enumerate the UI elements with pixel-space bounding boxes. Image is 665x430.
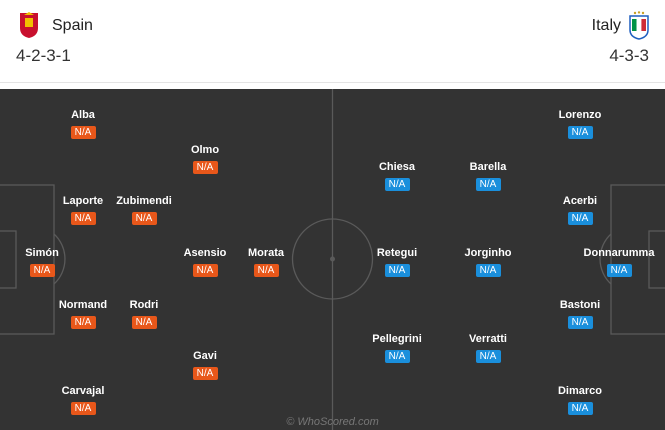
player-rating: N/A — [70, 316, 96, 329]
player-name: Rodri — [129, 299, 159, 311]
player-name: Pellegrini — [372, 333, 422, 345]
player-name: Chiesa — [378, 161, 416, 173]
player-name: Bastoni — [559, 299, 601, 311]
player-rating: N/A — [192, 367, 218, 380]
player-carvajal[interactable]: Carvajal N/A — [43, 385, 123, 416]
player-name: Jorginho — [464, 247, 512, 259]
player-name: Lorenzo — [558, 109, 602, 121]
player-laporte[interactable]: Laporte N/A — [43, 195, 123, 226]
player-name: Barella — [469, 161, 507, 173]
player-simon[interactable]: Simón N/A — [2, 247, 82, 278]
player-morata[interactable]: Morata N/A — [226, 247, 306, 278]
away-team-name[interactable]: Italy — [591, 17, 621, 34]
player-barella[interactable]: Barella N/A — [448, 161, 528, 192]
player-name: Morata — [247, 247, 285, 259]
player-rating: N/A — [475, 350, 501, 363]
match-header: Spain 4-2-3-1 Italy 4-3-3 — [0, 0, 665, 83]
player-lorenzo[interactable]: Lorenzo N/A — [540, 109, 620, 140]
player-rating: N/A — [606, 264, 632, 277]
player-name: Gavi — [193, 350, 217, 362]
away-formation: 4-3-3 — [609, 46, 649, 65]
player-rating: N/A — [475, 178, 501, 191]
player-bastoni[interactable]: Bastoni N/A — [540, 299, 620, 330]
player-verratti[interactable]: Verratti N/A — [448, 333, 528, 364]
player-acerbi[interactable]: Acerbi N/A — [540, 195, 620, 226]
player-rodri[interactable]: Rodri N/A — [104, 299, 184, 330]
player-name: Simón — [25, 247, 59, 259]
player-normand[interactable]: Normand N/A — [43, 299, 123, 330]
player-name: Normand — [58, 299, 108, 311]
player-name: Retegui — [376, 247, 418, 259]
player-rating: N/A — [384, 264, 410, 277]
pitch: Alba N/A Olmo N/A Laporte N/A Zubimendi … — [0, 89, 665, 430]
player-name: Laporte — [62, 195, 104, 207]
player-gavi[interactable]: Gavi N/A — [165, 350, 245, 381]
player-dimarco[interactable]: Dimarco N/A — [540, 385, 620, 416]
player-chiesa[interactable]: Chiesa N/A — [357, 161, 437, 192]
player-asensio[interactable]: Asensio N/A — [165, 247, 245, 278]
player-name: Zubimendi — [116, 195, 172, 207]
player-zubimendi[interactable]: Zubimendi N/A — [104, 195, 184, 226]
watermark: © WhoScored.com — [286, 416, 379, 428]
player-rating: N/A — [567, 402, 593, 415]
player-donnarumma[interactable]: Donnarumma N/A — [579, 247, 659, 278]
player-rating: N/A — [192, 264, 218, 277]
player-name: Carvajal — [61, 385, 105, 397]
player-olmo[interactable]: Olmo N/A — [165, 144, 245, 175]
spain-crest-icon — [20, 12, 38, 38]
home-formation: 4-2-3-1 — [16, 46, 71, 65]
player-rating: N/A — [567, 316, 593, 329]
player-rating: N/A — [192, 161, 218, 174]
player-name: Dimarco — [557, 385, 603, 397]
player-name: Donnarumma — [583, 247, 655, 259]
player-rating: N/A — [70, 402, 96, 415]
player-rating: N/A — [70, 126, 96, 139]
player-rating: N/A — [131, 316, 157, 329]
player-rating: N/A — [29, 264, 55, 277]
player-rating: N/A — [384, 178, 410, 191]
pitch-markings — [0, 89, 665, 430]
player-rating: N/A — [70, 212, 96, 225]
home-team-name[interactable]: Spain — [52, 17, 93, 34]
player-rating: N/A — [131, 212, 157, 225]
player-jorginho[interactable]: Jorginho N/A — [448, 247, 528, 278]
player-name: Asensio — [183, 247, 227, 259]
player-pellegrini[interactable]: Pellegrini N/A — [357, 333, 437, 364]
player-name: Verratti — [469, 333, 507, 345]
player-rating: N/A — [253, 264, 279, 277]
italy-crest-icon — [629, 11, 649, 40]
player-name: Olmo — [190, 144, 220, 156]
player-rating: N/A — [567, 212, 593, 225]
player-name: Acerbi — [562, 195, 598, 207]
player-rating: N/A — [384, 350, 410, 363]
player-rating: N/A — [475, 264, 501, 277]
player-rating: N/A — [567, 126, 593, 139]
player-name: Alba — [71, 109, 95, 121]
player-retegui[interactable]: Retegui N/A — [357, 247, 437, 278]
player-alba[interactable]: Alba N/A — [43, 109, 123, 140]
